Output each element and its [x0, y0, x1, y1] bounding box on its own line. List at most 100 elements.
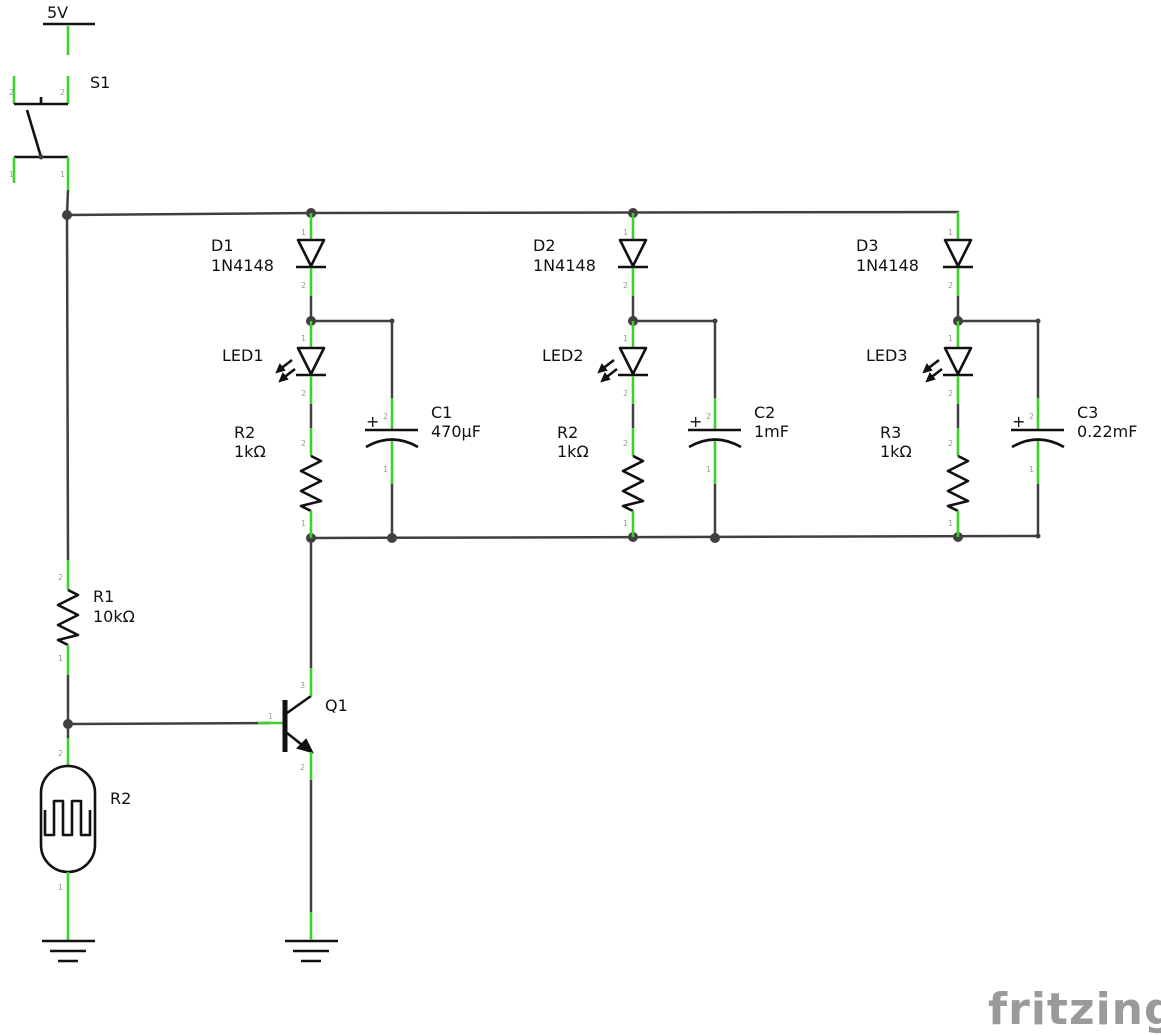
- led2-arrow-2: [600, 372, 611, 383]
- q1-ref: Q1: [325, 696, 348, 715]
- c3-pin-1: 1: [1029, 465, 1034, 474]
- r-stage1-ref: R2: [234, 423, 255, 442]
- r-stage3-pin-2: 2: [948, 439, 953, 448]
- wires: [65, 210, 1040, 740]
- switch-s1: 2 2 1 1 S1: [9, 73, 110, 216]
- c3-plate-curved: [1011, 438, 1065, 449]
- node-cap2-bottom: [710, 533, 720, 543]
- c1-plus: +: [366, 412, 379, 431]
- q1-emitter-arrow: [296, 738, 314, 754]
- d2-part: 1N4148: [533, 256, 596, 275]
- d3-triangle: [943, 238, 973, 268]
- r-stage2-pin-1: 1: [623, 519, 628, 528]
- q1-collector-line: [286, 694, 312, 715]
- node-cap1-bottom: [387, 533, 397, 543]
- d2-triangle: [618, 238, 648, 268]
- led1-triangle: [296, 346, 326, 376]
- c2-pin-1: 1: [706, 465, 711, 474]
- r1-value: 10kΩ: [93, 607, 135, 626]
- r1-pin-2: 2: [58, 573, 63, 582]
- node-cap3-bottom: [1035, 533, 1041, 539]
- switch-lead: [65, 189, 70, 216]
- wire-bottom-rail: [309, 534, 1040, 540]
- ldr-r2: 2 1 R2: [39, 738, 131, 940]
- c3-value: 0.22mF: [1077, 422, 1137, 441]
- ldr-pin-2: 2: [58, 749, 63, 758]
- r-stage2-pin-2: 2: [623, 439, 628, 448]
- d2-pin-1: 1: [623, 228, 628, 237]
- switch-pin-1a: 1: [9, 170, 14, 179]
- r-stage1-pin-1: 1: [301, 519, 306, 528]
- wire-top-rail-1: [65, 211, 313, 217]
- junctions: [62, 208, 1041, 729]
- resistor-r1: 2 1 R1 10kΩ: [56, 560, 135, 675]
- c3-plus: +: [1012, 412, 1025, 431]
- r-stage3-zigzag: [946, 454, 970, 513]
- c2-plate-curved: [688, 438, 742, 449]
- c2-value: 1mF: [754, 422, 789, 441]
- d1-ref: D1: [211, 236, 234, 255]
- r-stage3-value: 1kΩ: [880, 442, 912, 461]
- ground-right-symbol: [285, 939, 338, 963]
- switch-lever: [25, 109, 43, 158]
- led3-pin-1: 1: [948, 334, 953, 343]
- power-label: 5V: [47, 3, 68, 22]
- led2-pin-1: 1: [623, 334, 628, 343]
- c2-ref: C2: [754, 403, 775, 422]
- r-stage1-value: 1kΩ: [234, 442, 266, 461]
- stage-2: + 1 2 1 2 2 1 2 1 D2 1N4148 LED2 R2 1kΩ …: [533, 213, 789, 537]
- led1-pin-2: 2: [301, 389, 306, 398]
- switch-pivot: [38, 154, 44, 160]
- r-stage2-value: 1kΩ: [557, 442, 589, 461]
- wire-base: [66, 721, 272, 726]
- r1-zigzag: [56, 588, 80, 647]
- q1-pin-3: 3: [300, 681, 305, 690]
- transistor-q1: 1 3 2 Q1: [258, 668, 348, 940]
- ldr-pin-1: 1: [58, 883, 63, 892]
- d1-part: 1N4148: [211, 256, 274, 275]
- c2-plus: +: [689, 412, 702, 431]
- c3-ref: C3: [1077, 403, 1098, 422]
- ldr-meander: [43, 799, 92, 837]
- d2-pin-2: 2: [623, 281, 628, 290]
- node-cap3-top: [1035, 318, 1041, 324]
- switch-ref: S1: [90, 73, 110, 92]
- node-cap1-top: [389, 318, 395, 324]
- node-cap2-top: [712, 318, 718, 324]
- d3-pin-1: 1: [948, 228, 953, 237]
- led2-arrow-1: [597, 363, 608, 374]
- r-stage2-zigzag: [621, 454, 645, 513]
- led1-arrow-2: [278, 372, 289, 383]
- d1-pin-2: 2: [301, 281, 306, 290]
- switch-pin-2a: 2: [9, 88, 14, 97]
- c1-pin-2: 2: [383, 412, 388, 421]
- c2-pin-2: 2: [706, 412, 711, 421]
- led2-ref: LED2: [542, 346, 584, 365]
- ldr-ref: R2: [110, 789, 131, 808]
- fritzing-watermark: fritzing: [988, 984, 1161, 1035]
- led3-arrow-2: [925, 372, 936, 383]
- r-stage1-zigzag: [299, 454, 323, 513]
- q1-pin-1: 1: [268, 712, 273, 721]
- c1-pin-1: 1: [383, 465, 388, 474]
- led1-ref: LED1: [222, 346, 264, 365]
- d1-pin-1: 1: [301, 228, 306, 237]
- led1-arrow-1: [275, 363, 286, 374]
- led3-arrow-1: [922, 363, 933, 374]
- q1-pin-2: 2: [300, 763, 305, 772]
- wire-left-vertical: [65, 213, 70, 562]
- d2-ref: D2: [533, 236, 556, 255]
- c1-value: 470µF: [431, 422, 481, 441]
- led3-ref: LED3: [866, 346, 908, 365]
- r-stage3-ref: R3: [880, 423, 901, 442]
- r1-pin-1: 1: [58, 654, 63, 663]
- r1-ref: R1: [93, 587, 114, 606]
- led3-pin-2: 2: [948, 389, 953, 398]
- led2-pin-2: 2: [623, 389, 628, 398]
- d1-triangle: [296, 238, 326, 268]
- led2-triangle: [618, 346, 648, 376]
- switch-pin-1b: 1: [60, 170, 65, 179]
- led3-triangle: [943, 346, 973, 376]
- d3-pin-2: 2: [948, 281, 953, 290]
